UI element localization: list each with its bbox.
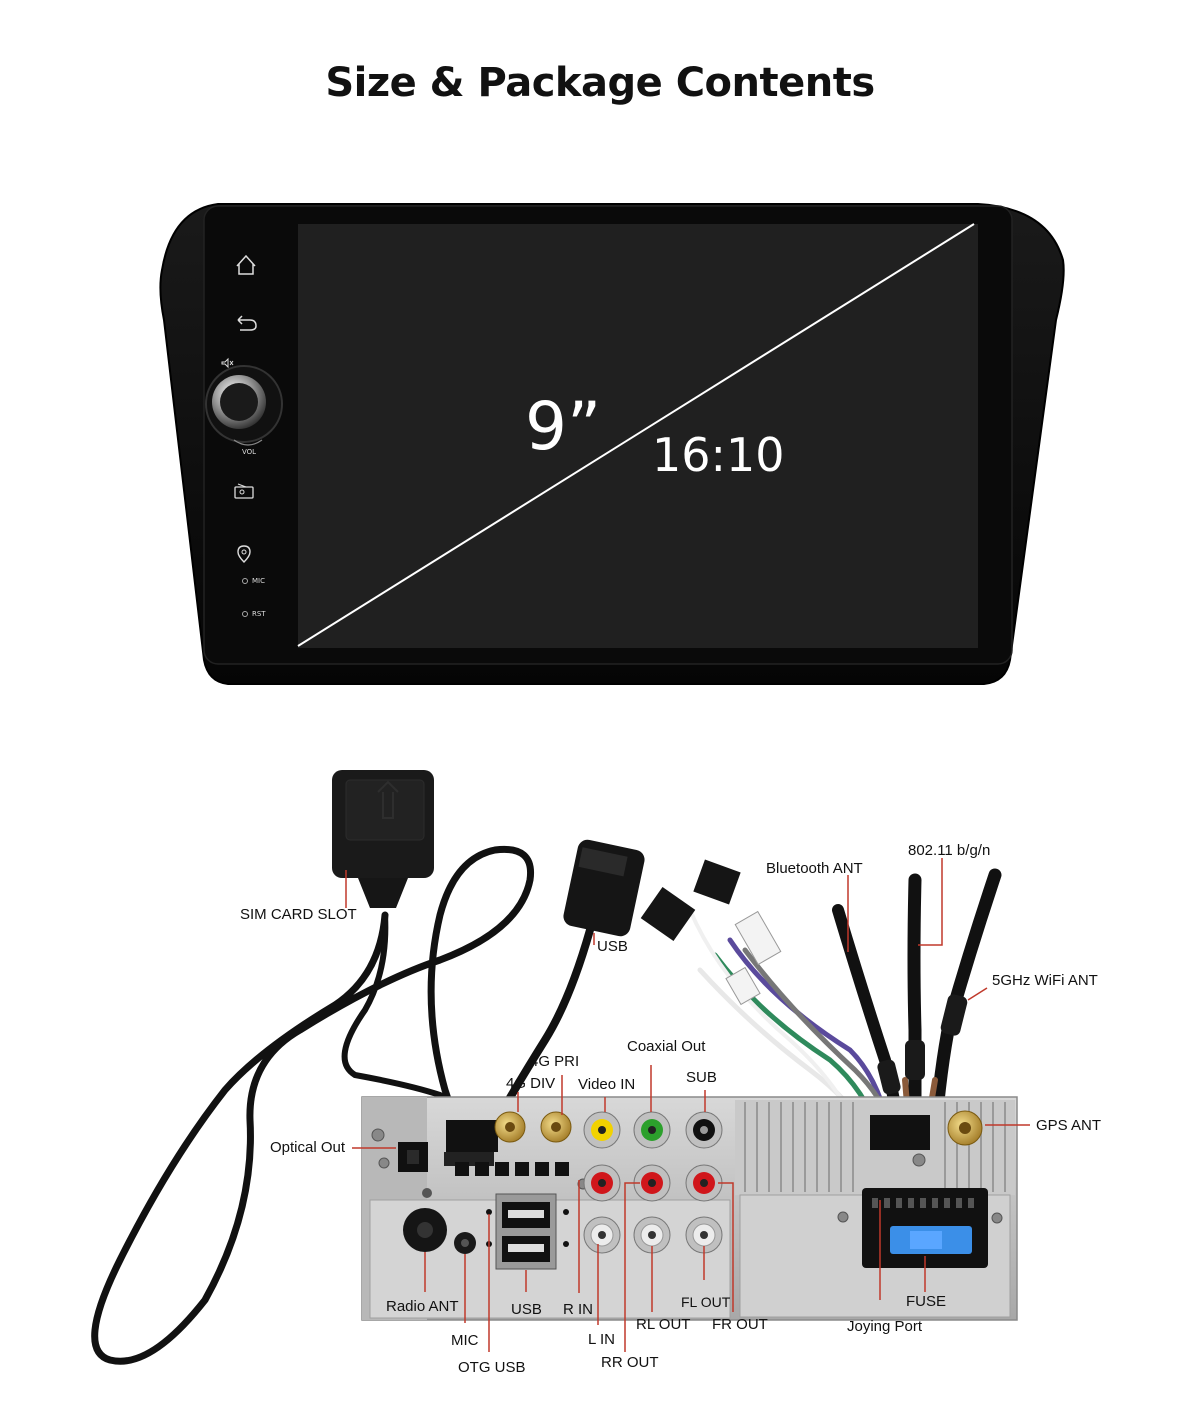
radio-dial [239,489,245,495]
rl-out-label: RL OUT [636,1316,691,1333]
fl-out-label: FL OUT [681,1294,731,1310]
rear-panel [361,1096,1018,1321]
wifi-80211-label: 802.11 b/g/n [908,842,991,859]
page-title: Size & Package Contents [325,60,875,106]
volume-knob-center [220,383,258,421]
screen-size-label: 9” [525,388,602,465]
radio-ant-label: Radio ANT [386,1298,459,1315]
home-icon[interactable] [236,254,256,275]
fr-out-label: FR OUT [712,1316,768,1333]
wifi5g-sleeve [940,994,968,1036]
4g-pri-label: 4G PRI [530,1053,580,1070]
sim-card-slot-label: SIM CARD SLOT [240,906,357,923]
gps-ant-label: GPS ANT [1036,1117,1102,1134]
sim-card-slot-connector [332,770,434,908]
screen-area [298,224,978,648]
can-connectors [640,859,782,1006]
gps-dot [241,549,247,555]
usb-top-connector [563,839,645,937]
head-unit-frame [159,203,1065,685]
mute-icon[interactable] [221,357,234,369]
mic-label: MIC [451,1332,479,1349]
rst-label: RST [252,610,266,618]
mic-label: MIC [252,577,265,585]
head-unit-display: 9” 16:10 VOL MIC RST [158,200,1066,688]
wifi-5ghz-label: 5GHz WiFi ANT [992,972,1098,989]
radio-antenna [237,483,247,488]
sub-label: SUB [686,1069,717,1086]
back-icon[interactable] [237,315,257,331]
connector-diagram: SIM CARD SLOT USB Bluetooth ANT 802.11 b… [0,740,1200,1426]
l-in-label: L IN [588,1331,615,1348]
fuse-label: FUSE [906,1293,947,1310]
mic-hole [242,578,248,584]
black-cables [91,845,1002,1365]
optical-out-label: Optical Out [270,1139,346,1156]
vol-label: VOL [242,448,257,456]
rr-out-label: RR OUT [601,1354,659,1371]
screen-diagonal-line [297,223,975,647]
video-in-label: Video IN [578,1076,636,1093]
coaxial-out-label: Coaxial Out [627,1038,706,1055]
r-in-label: R IN [563,1301,593,1318]
bluetooth-ant-label: Bluetooth ANT [766,860,863,877]
usb-bottom-label: USB [511,1301,542,1318]
radio-icon[interactable] [234,486,254,499]
callout-lines [345,858,1030,1352]
otg-usb-label: OTG USB [458,1359,526,1376]
bluetooth-sleeve [877,1059,901,1095]
rst-button[interactable] [242,611,248,617]
4g-div-label: 4G DIV [506,1075,556,1092]
wifi-sleeve [905,1040,925,1080]
volume-arc [233,439,263,446]
joying-port-label: Joying Port [847,1318,923,1335]
screen-ratio-label: 16:10 [652,428,785,482]
usb-top-label: USB [597,938,628,955]
wiring-illustration [91,770,1030,1365]
gps-icon[interactable] [237,545,251,563]
